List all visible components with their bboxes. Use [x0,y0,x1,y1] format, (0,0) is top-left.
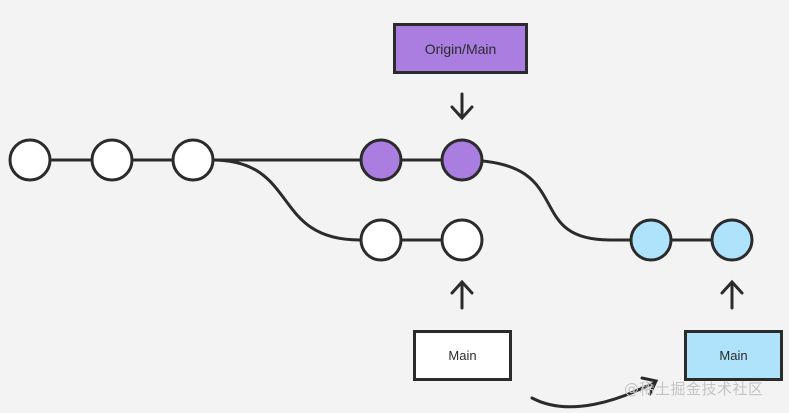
commit-node [90,138,134,182]
commit-node [8,138,52,182]
rebase-move-arrow-head [640,376,659,396]
commit-node [171,138,215,182]
origin-main-label: Origin/Main [393,23,528,74]
local-pointer-arrow-head [450,279,474,295]
origin-commit-node [440,138,484,182]
local-branch-line [210,158,464,242]
rebased-commit-node [629,218,673,262]
origin-pointer-arrow-head [450,105,474,121]
rebased-main-label: Main [684,330,783,381]
origin-commit-node [359,138,403,182]
local-main-label: Main [413,330,512,381]
local-commit-node [359,218,403,262]
rebased-branch-line [460,158,734,242]
rebased-pointer-arrow-head [720,279,744,295]
rebased-commit-node [710,218,754,262]
watermark: @稀土掘金技术社区 [624,380,764,398]
local-commit-node [440,218,484,262]
rebase-move-arrow [530,380,657,409]
